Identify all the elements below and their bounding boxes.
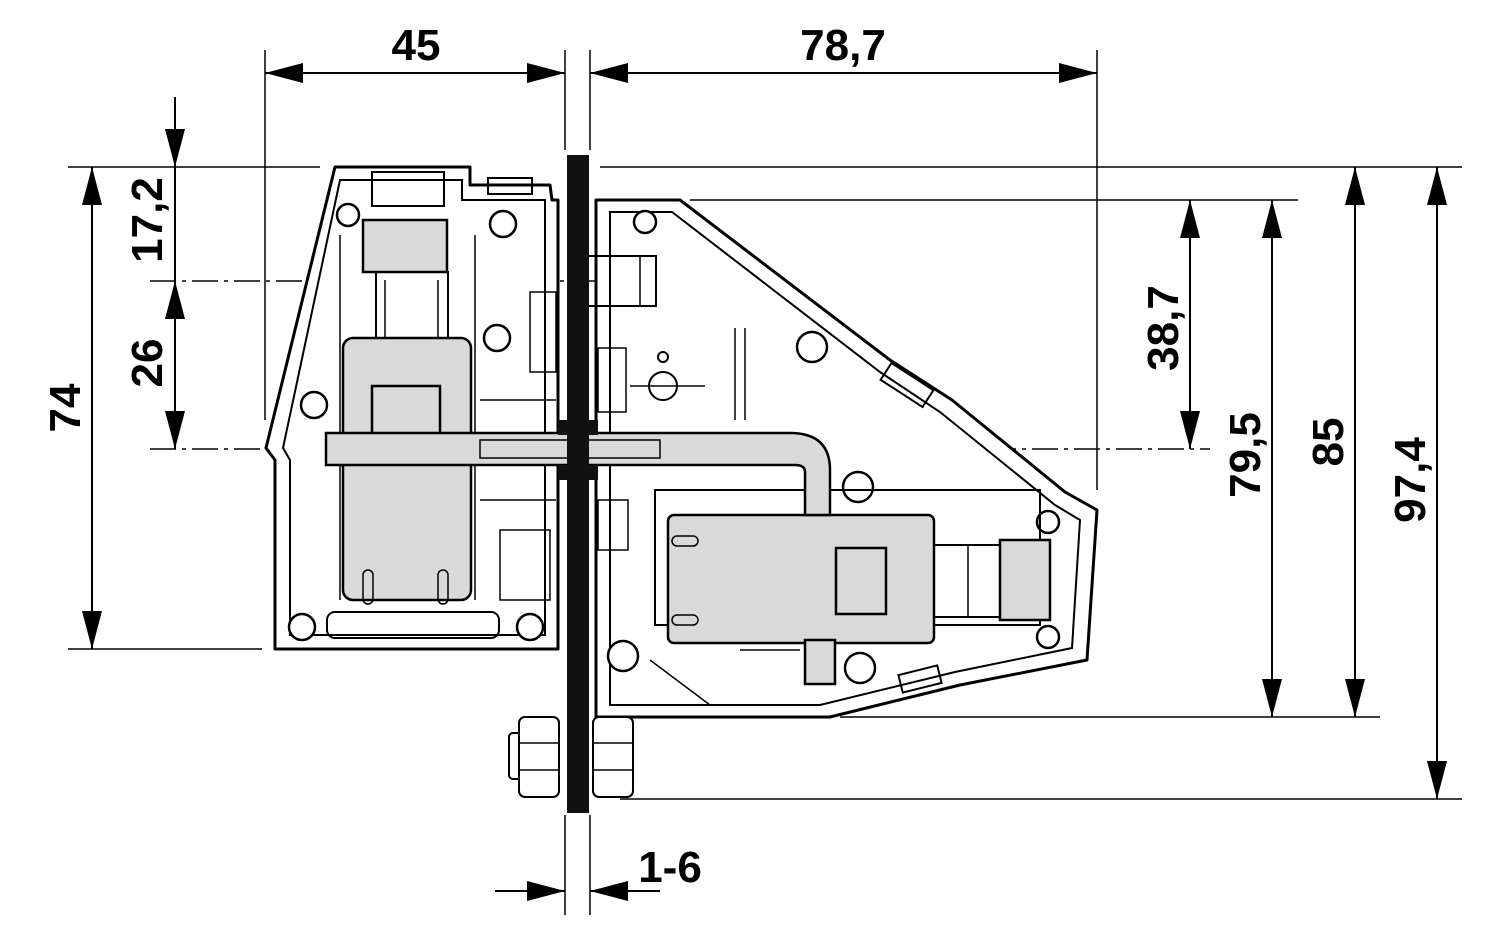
dim-height-axis-spacing: 26 (123, 339, 172, 388)
dim-height-right-housing: 85 (1304, 418, 1353, 467)
dimension-labels: 45 78,7 1-6 74 17,2 26 38,7 79,5 85 97,4 (41, 21, 1435, 892)
left-latch (341, 218, 473, 605)
nut-and-bolt (508, 716, 634, 798)
dim-height-right-mid: 79,5 (1221, 412, 1270, 498)
dim-height-total: 97,4 (1386, 437, 1435, 523)
panel-wall (558, 155, 598, 813)
dim-height-top-offset: 17,2 (123, 177, 172, 263)
dim-width-left: 45 (392, 21, 441, 70)
extension-lines (68, 50, 1462, 915)
dim-height-right-upper: 38,7 (1139, 285, 1188, 371)
right-connector (666, 513, 1052, 686)
dim-height-left-total: 74 (41, 383, 90, 432)
dimension-lines (82, 63, 1447, 901)
dim-width-right: 78,7 (800, 21, 886, 70)
dim-panel-thickness: 1-6 (638, 843, 702, 892)
